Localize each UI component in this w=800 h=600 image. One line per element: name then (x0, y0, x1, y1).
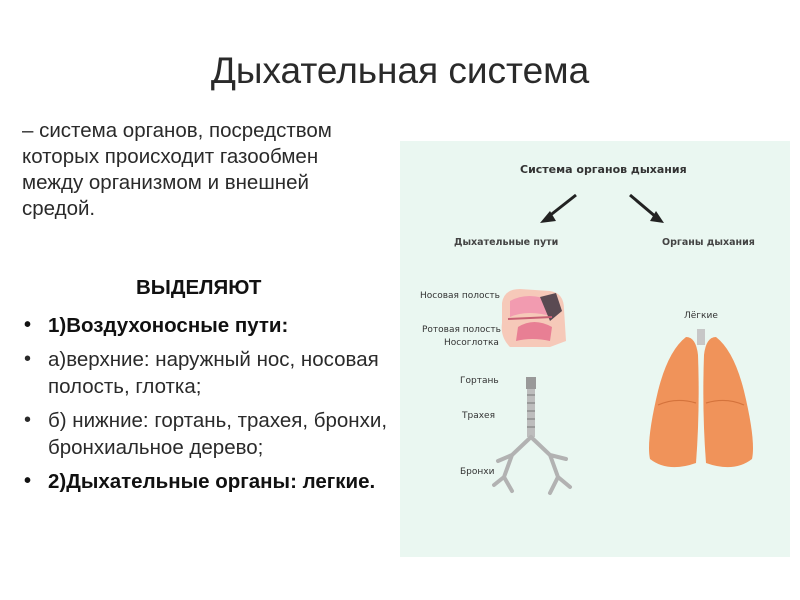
label-larynx: Гортань (460, 376, 499, 386)
respiratory-organs-heading: Органы дыхания (662, 237, 755, 248)
airways-heading: Дыхательные пути (454, 237, 559, 248)
list-item: • б) нижние: гортань, трахея, бронхи, бр… (22, 407, 412, 461)
section-heading: ВЫДЕЛЯЮТ (136, 276, 262, 299)
definition-text: – система органов, посредством которых п… (22, 119, 332, 220)
diagram-title: Система органов дыхания (520, 163, 687, 176)
list-item: • а)верхние: наружный нос, носовая полос… (22, 346, 412, 400)
list-item: • 2)Дыхательные органы: легкие. (22, 468, 412, 495)
bullet-marker: • (24, 409, 32, 431)
label-bronchi: Бронхи (460, 467, 495, 477)
list-item-text: 1)Воздухоносные пути: (48, 314, 289, 337)
respiratory-diagram: Система органов дыхания Дыхательные пути… (400, 141, 790, 557)
bullet-marker: • (24, 348, 32, 370)
bullet-marker: • (24, 470, 32, 492)
label-nasopharynx: Носоглотка (444, 338, 499, 348)
label-oral-cavity: Ротовая полость (422, 325, 501, 335)
arrow-right-down-icon (629, 193, 664, 223)
list-item: • 1)Воздухоносные пути: (22, 312, 412, 339)
airway-tree-icon (492, 377, 572, 495)
arrow-left-down-icon (540, 193, 577, 223)
slide-title: Дыхательная система (210, 50, 590, 91)
label-lungs: Лёгкие (684, 311, 718, 321)
label-trachea: Трахея (462, 411, 496, 421)
diagram-graphics (492, 193, 753, 495)
bullet-list: • 1)Воздухоносные пути: • а)верхние: нар… (22, 312, 412, 502)
list-item-text: а)верхние: наружный нос, носовая полость… (48, 348, 379, 398)
lungs-icon (649, 329, 753, 468)
bullet-marker: • (24, 314, 32, 336)
label-nasal-cavity: Носовая полость (420, 291, 500, 301)
list-item-text: б) нижние: гортань, трахея, бронхи, брон… (48, 409, 388, 459)
list-item-text: 2)Дыхательные органы: легкие. (48, 470, 376, 493)
head-section-icon (501, 289, 566, 347)
